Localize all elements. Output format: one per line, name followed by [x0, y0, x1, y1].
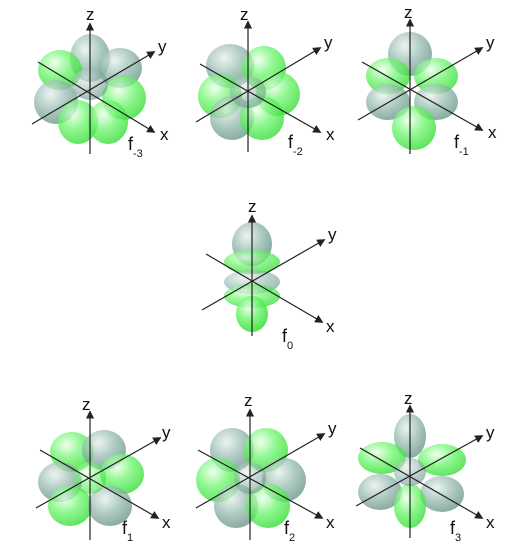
y-axis-label: y — [324, 33, 333, 52]
lobes — [366, 32, 458, 150]
x-axis — [359, 447, 484, 519]
z-axis-label: z — [240, 5, 249, 24]
y-axis-label: y — [328, 225, 337, 244]
x-axis — [39, 449, 160, 519]
orbital-label: f1 — [122, 518, 133, 544]
z-axis-label: z — [404, 3, 413, 22]
orbital-panel-f-1: z y x f-1 — [357, 3, 497, 158]
orbital-panel-f3: z y x f3 — [355, 389, 495, 544]
orbital-label: f2 — [284, 518, 295, 544]
y-axis — [31, 51, 156, 125]
x-axis-label: x — [160, 125, 169, 144]
x-axis — [205, 253, 324, 323]
orbital-panel-f1: z y x f1 — [35, 395, 171, 544]
y-axis — [195, 433, 326, 509]
x-axis-label: x — [326, 125, 335, 144]
lobes — [196, 428, 306, 528]
x-axis-label: x — [486, 513, 495, 532]
orbital-label: f3 — [450, 518, 461, 544]
y-axis-label: y — [162, 423, 171, 442]
z-axis-label: z — [244, 391, 253, 410]
orbital-label: f-3 — [128, 134, 143, 160]
y-axis — [357, 47, 484, 121]
x-axis-label: x — [488, 123, 497, 142]
x-axis-label: x — [326, 513, 335, 532]
x-axis — [199, 63, 322, 133]
y-axis — [35, 437, 162, 509]
z-axis-label: z — [404, 389, 413, 408]
x-axis — [197, 449, 324, 519]
y-axis — [195, 47, 322, 123]
z-axis-label: z — [248, 197, 257, 216]
y-axis — [355, 435, 484, 507]
orbital-label: f0 — [282, 326, 293, 352]
orbital-panel-f0: z y x f0 — [201, 197, 337, 352]
lobes — [198, 44, 300, 140]
z-axis-label: z — [86, 5, 95, 24]
z-axis-label: z — [82, 395, 91, 414]
y-axis-label: y — [486, 423, 495, 442]
lobes — [38, 430, 144, 526]
lobes — [358, 414, 466, 528]
y-axis-label: y — [486, 33, 495, 52]
y-axis-label: y — [328, 419, 337, 438]
orbital-label: f-1 — [454, 132, 469, 158]
y-axis — [201, 239, 326, 311]
y-axis-label: y — [158, 37, 167, 56]
orbital-panel-f-3: z y x f-3 — [31, 5, 169, 160]
orbital-panel-f2: z y x f2 — [195, 391, 337, 544]
x-axis-label: x — [326, 317, 335, 336]
orbital-label: f-2 — [288, 132, 303, 158]
orbital-panel-f-2: z y x f-2 — [195, 5, 335, 158]
x-axis — [37, 61, 156, 133]
x-axis — [361, 61, 484, 131]
x-axis-label: x — [162, 513, 171, 532]
